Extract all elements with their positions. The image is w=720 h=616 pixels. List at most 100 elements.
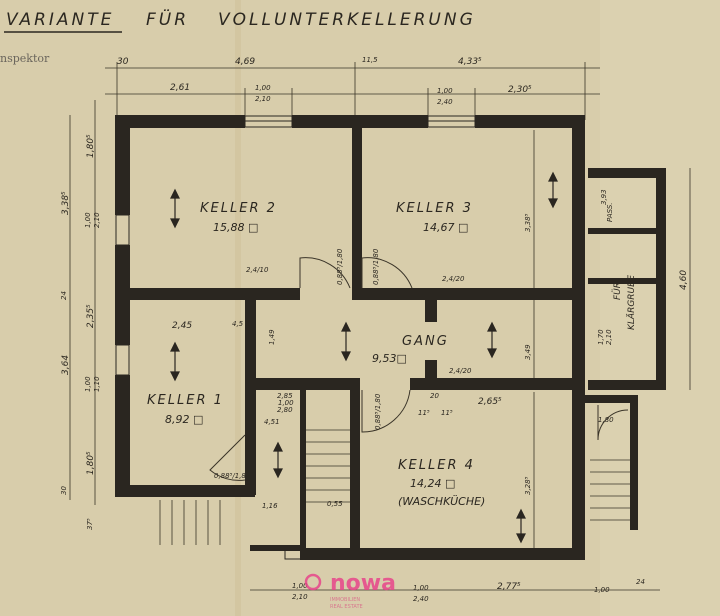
dim-label: 2,40 [437,98,453,106]
room-gang-name: GANG [402,334,449,349]
dim-label: 2,30⁵ [508,85,532,95]
dim-label: 2,40 [413,595,429,603]
logo-subtext: IMMOBILIEN [330,597,360,603]
dim-label: 1,16 [262,502,278,510]
door-keller4 [361,389,411,433]
door-keller2 [299,257,351,289]
logo-subtext: REAL ESTATE [330,604,363,610]
room-keller4-area: 14,24 □ [410,477,455,490]
dim-label: 4,33⁵ [458,57,482,67]
room-keller1-area: 8,92 □ [165,413,203,426]
dim-label: 24 [636,578,645,586]
dim-label: 1,80 [598,416,614,424]
dim-label: 2,65⁵ [478,397,502,407]
dim-label: 1,10 [93,376,101,392]
dim-label: 30 [117,57,129,67]
dim-label: 2,10 [292,593,308,601]
dim-label: 3,38⁵ [61,191,71,215]
nowa-logo: nowa IMMOBILIEN REAL ESTATE [304,571,396,610]
dim-label: 1,00 [437,87,453,95]
dim-label: 2,4/20 [449,367,472,375]
dim-label: 1,70 [597,329,605,345]
dim-label: 1,80⁵ [86,451,96,475]
dim-label: 2,10 [93,212,101,228]
plan-title: VARIANTE FÜR VOLLUNTERKELLERUNG [4,8,476,33]
room-keller3-name: KELLER 3 [396,201,473,216]
dimension-lines [69,62,691,591]
room-keller4-name: KELLER 4 [398,458,475,473]
annex-label-klaergrube: KLÄRGRUBE [626,275,637,330]
room-keller1-name: KELLER 1 [147,393,224,408]
arrow-icons [170,171,558,544]
doors [209,257,629,481]
annex-upper-label: PASS. [606,202,614,222]
dim-label: 3,38⁵ [524,213,532,232]
dim-label: 3,49 [524,344,532,360]
dim-label: 4,69 [235,57,255,67]
dim-label: 2,85 [277,392,293,400]
walls [115,115,666,560]
dimension-labels: 30 4,69 11,5 4,33⁵ 2,61 1,00 2,10 1,00 2… [60,56,689,603]
dim-label: 3,64 [61,355,71,375]
dim-label: 1,00 [594,586,610,594]
double-arrow-icon [487,321,497,359]
dim-label: 30 [60,486,68,495]
windows [115,115,476,560]
door-exterior [597,405,629,441]
door-keller1 [209,434,246,481]
double-arrow-icon [170,341,180,382]
double-arrow-icon [170,188,180,229]
dim-label: 1,49 [268,329,276,345]
title-fuer: FÜR [146,8,189,30]
dim-label: 24 [60,291,68,300]
dim-label: 2,10 [255,95,271,103]
paper-crease [235,0,241,616]
dim-label: 0,88⁵/1,80 [372,248,380,285]
room-keller2-area: 15,88 □ [213,221,258,234]
dim-label: 11,5 [362,56,378,64]
double-arrow-icon [548,171,558,209]
dim-label: 20 [430,392,439,400]
dim-label: 1,00 [84,212,92,228]
dim-label: 2,45 [172,321,192,331]
dim-label: 2,4/10 [246,266,269,274]
dim-label: 2,80 [277,406,293,414]
dim-label: 1,00 [413,584,429,592]
dim-label: 0,88⁵/1,80 [374,393,382,430]
stamp-text: nspektor [0,52,50,65]
logo-wordmark: nowa [330,571,396,596]
dim-label: 3,28⁵ [524,476,532,495]
stairs [159,429,630,545]
dim-label: 4,51 [264,418,280,426]
dim-label: 1,00 [292,582,308,590]
dim-label: 11⁵ [418,409,430,417]
dim-label: 1,80⁵ [86,134,96,158]
annex-label-fuer: FÜR [612,282,623,300]
double-arrow-icon [516,508,526,544]
logo-mark-icon [304,573,322,591]
dim-label: 0,88⁵/1,80 [336,248,344,285]
dim-label: 2,10 [605,329,613,345]
dim-label: 4,5 [232,320,244,328]
room-keller2-name: KELLER 2 [200,201,277,216]
room-keller3-area: 14,67 □ [423,221,468,234]
room-keller4-note: (WASCHKÜCHE) [398,495,485,508]
dim-label: 0,55 [327,500,343,508]
door-keller3 [361,257,413,289]
dim-label: 1,00 [84,376,92,392]
dim-label: 1,00 [255,84,271,92]
double-arrow-icon [341,321,351,362]
dim-label: 3,93 [600,189,608,205]
dim-label: 2,77⁵ [497,582,521,592]
dim-label: 37⁵ [86,518,94,530]
dim-label: 0,88⁵/1,80 [214,472,251,480]
dim-label: 4,60 [679,270,689,290]
room-gang-area: 9,53□ [372,352,407,365]
room-labels: KELLER 2 15,88 □ KELLER 3 14,67 □ GANG 9… [147,201,637,508]
title-vollunterkellerung: VOLLUNTERKELLERUNG [218,10,476,30]
dim-label: 2,61 [170,83,190,93]
dim-label: 11⁵ [441,409,453,417]
title-variante: VARIANTE [6,10,114,30]
dim-label: 2,4/20 [442,275,465,283]
